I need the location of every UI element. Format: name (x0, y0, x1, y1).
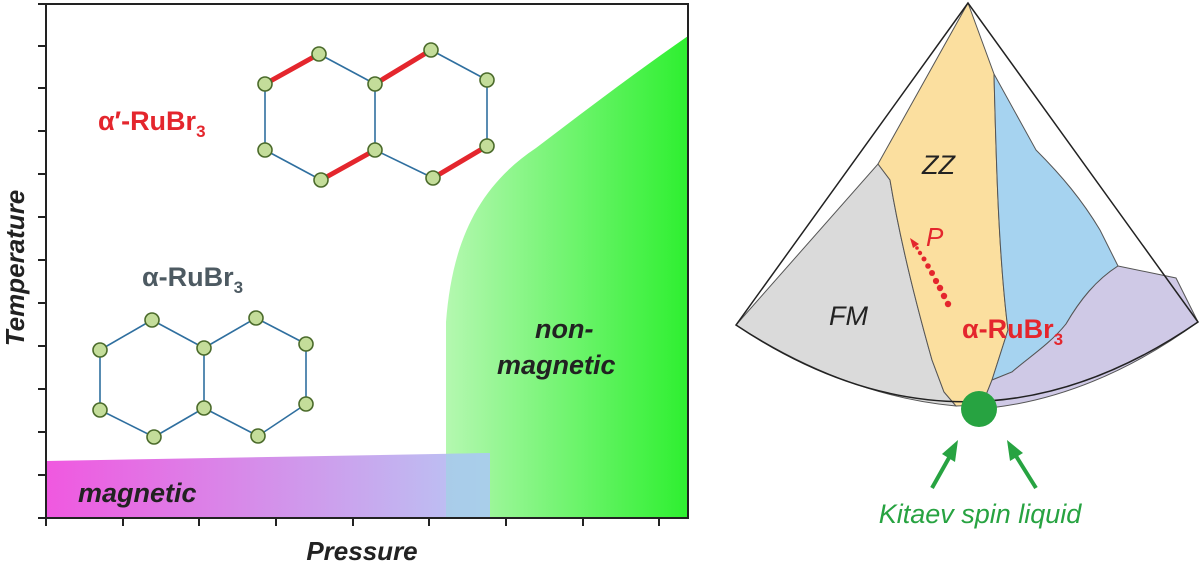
ru-atom (146, 429, 162, 445)
phase-diagram-panel: Temperature Pressure magnetic non- magne… (0, 3, 689, 566)
bond (318, 53, 376, 85)
kitaev-spin-liquid-point (961, 391, 997, 427)
ru-atom (196, 340, 212, 356)
ru-atom (367, 142, 383, 158)
alpha-rubr3-text: α-RuBr (142, 262, 234, 292)
bond (264, 149, 322, 181)
ru-atom (250, 428, 266, 444)
pressure-path-dot (932, 277, 940, 285)
bond-dimer (372, 47, 434, 87)
ksl-arrows (930, 440, 1038, 490)
ru-atom (248, 310, 264, 326)
ru-atom (423, 42, 439, 58)
ksl-arrow-left-head (942, 440, 958, 462)
ru-atom (257, 76, 273, 92)
bond (255, 317, 307, 345)
ksl-arrow-right-head (1007, 440, 1023, 461)
nonmagnetic-label-line1: non- (535, 314, 593, 344)
bond (153, 407, 205, 438)
bond (99, 409, 155, 438)
ru-atom (196, 400, 212, 416)
alpha-prime-honeycomb (257, 42, 495, 188)
lavender-region (981, 265, 1199, 409)
alpha-prime-rubr3-label: α′-RuBr3 (98, 106, 206, 141)
pressure-path-dot (929, 270, 935, 276)
right-alpha-rubr3-subscript: 3 (1054, 330, 1063, 349)
alpha-prime-rubr3-subscript: 3 (196, 122, 205, 141)
pressure-path-dot (921, 256, 927, 262)
bond-dimer (262, 51, 322, 87)
ru-atom (311, 46, 327, 62)
pressure-arrow-head (910, 238, 919, 248)
right-alpha-rubr3-text: α-RuBr (962, 314, 1054, 344)
ru-atom (479, 72, 495, 88)
ru-atom (92, 342, 108, 358)
kitaev-spin-liquid-label: Kitaev spin liquid (879, 499, 1083, 529)
ru-atom (425, 170, 441, 186)
alpha-honeycomb (92, 310, 314, 445)
pressure-path-dot (940, 292, 948, 300)
right-alpha-rubr3-label: α-RuBr3 (962, 314, 1063, 349)
kitaev-phase-fan-panel: ZZ FM P α-RuBr3 Kitaev spin liquid (734, 1, 1200, 529)
nonmagnetic-region (446, 36, 688, 518)
ru-atom (479, 138, 495, 154)
y-axis-ticks (38, 3, 46, 519)
pressure-path-dot (915, 246, 919, 250)
zz-label: ZZ (921, 150, 956, 180)
phase-overlap-region (446, 453, 490, 518)
alpha-prime-rubr3-text: α′-RuBr (98, 106, 197, 136)
fm-label: FM (829, 301, 868, 331)
x-axis-ticks (45, 518, 660, 526)
ru-atom (367, 76, 383, 92)
bond (151, 319, 205, 349)
pressure-path-dot (944, 300, 952, 308)
nonmagnetic-label-line2: magnetic (497, 350, 616, 380)
alpha-rubr3-label: α-RuBr3 (142, 262, 243, 297)
ksl-arrow-right-shaft (1014, 454, 1038, 490)
bond (257, 403, 307, 437)
ru-atom (257, 142, 273, 158)
magnetic-label: magnetic (78, 478, 197, 508)
pressure-path-dot (925, 263, 931, 269)
ru-atom (92, 402, 108, 418)
bond (203, 317, 257, 349)
ksl-arrow-left-shaft (930, 455, 952, 489)
ru-atom (144, 312, 160, 328)
bond-dimer (430, 143, 490, 181)
ru-atom (298, 396, 314, 412)
ru-atom (313, 172, 329, 188)
y-axis-title: Temperature (0, 190, 30, 347)
x-axis-title: Pressure (306, 536, 417, 566)
ru-atom (298, 336, 314, 352)
pressure-label: P (926, 222, 944, 252)
bond (203, 407, 259, 437)
bond (99, 319, 153, 351)
pressure-path-dot (917, 250, 923, 256)
alpha-rubr3-subscript: 3 (234, 278, 243, 297)
bond (374, 149, 434, 179)
bond-dimer (318, 147, 378, 183)
pressure-path-arrow (910, 238, 952, 308)
pressure-path-dot (936, 284, 944, 292)
bond (430, 49, 488, 81)
magnetic-region (46, 453, 490, 518)
